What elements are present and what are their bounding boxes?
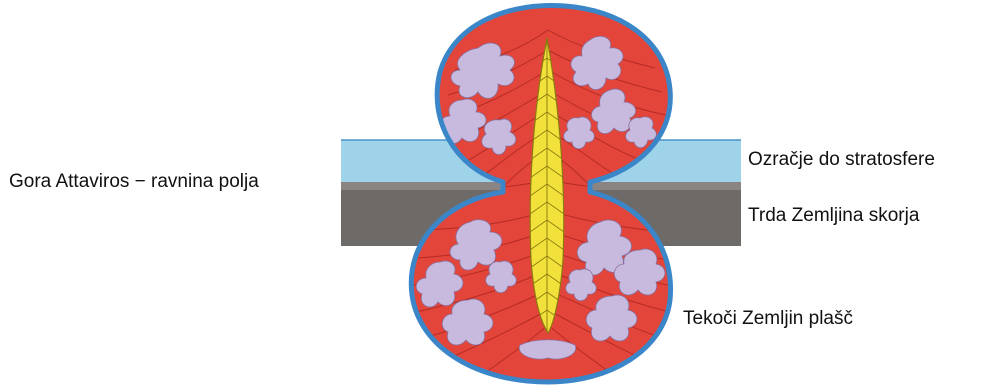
label-mountain-plain: Gora Attaviros − ravnina polja	[9, 172, 259, 191]
label-crust: Trda Zemljina skorja	[748, 206, 919, 225]
label-atmosphere: Ozračje do stratosfere	[748, 150, 935, 169]
label-mantle: Tekoči Zemljin plašč	[683, 309, 853, 328]
